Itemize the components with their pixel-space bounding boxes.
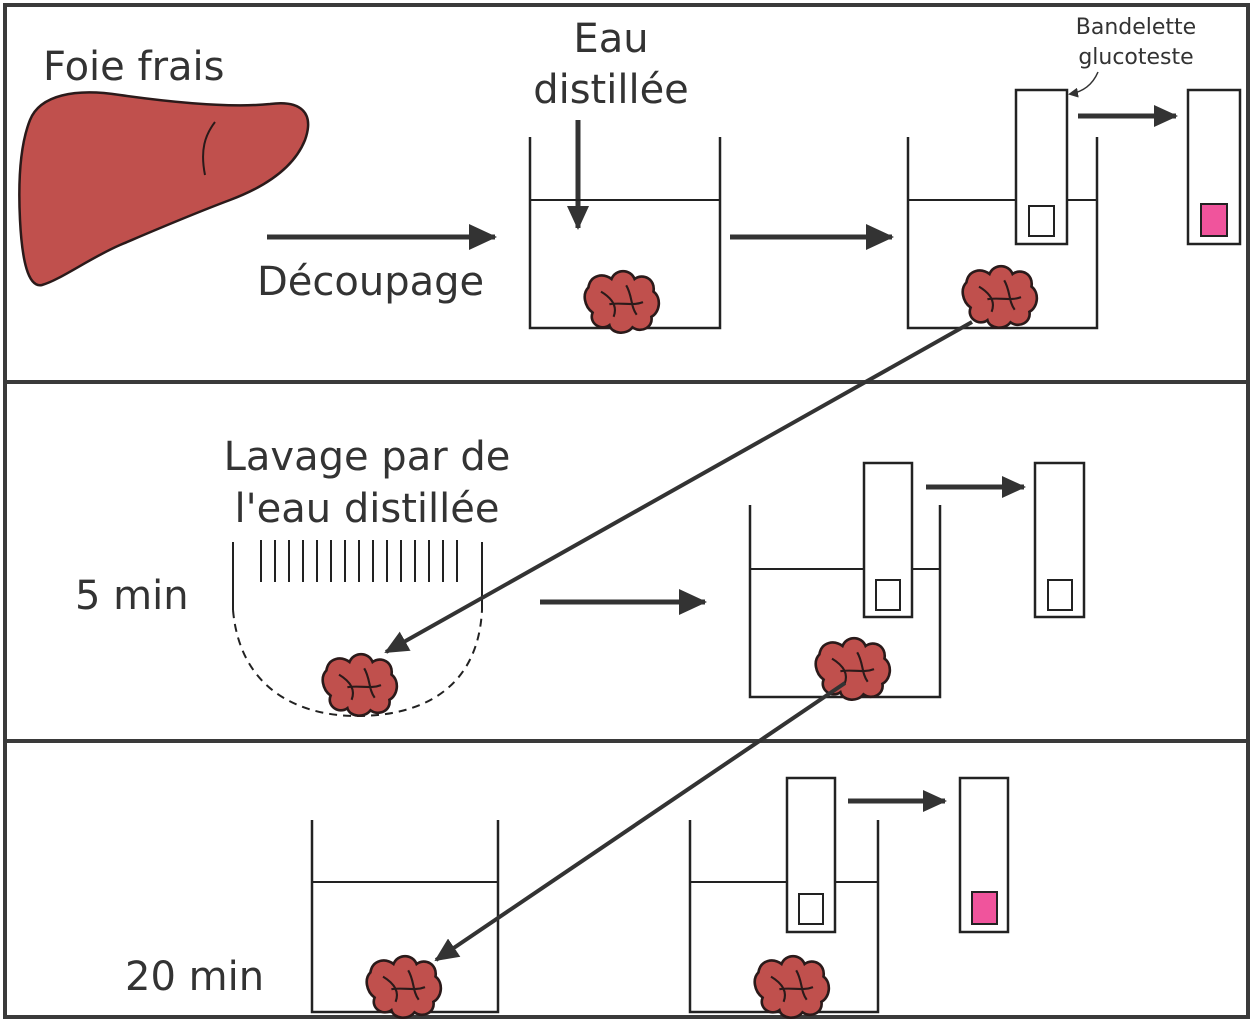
distilled-water-label-2: distillée: [533, 67, 689, 113]
test-strip-3-pad: [798, 893, 824, 925]
test-strip-3-in-beaker: [785, 776, 837, 934]
liver-chunk-washing: [321, 652, 399, 717]
liver-chunk-3: [814, 636, 892, 701]
test-strip-label-2: glucoteste: [1078, 45, 1193, 70]
liver-chunk-1: [583, 269, 661, 334]
water-jets: [260, 540, 458, 582]
test-strip-pointer: [1068, 71, 1099, 98]
time-20-label: 20 min: [125, 954, 264, 1000]
liver-chunk-4: [365, 954, 443, 1019]
liver-lobe-line: [202, 121, 216, 176]
test-strip-1-in-beaker: [1014, 88, 1069, 246]
panel-frame: [3, 3, 1250, 1019]
liver-chunk-5: [753, 954, 831, 1019]
test-strip-1-pad: [1028, 205, 1055, 237]
washing-label-2: l'eau distillée: [235, 486, 500, 532]
test-strip-3-result-pad-positive: [971, 891, 998, 925]
fresh-liver-label: Foie frais: [43, 44, 224, 90]
sieve-mesh: [232, 609, 483, 718]
test-strip-1-result-pad-positive: [1200, 203, 1228, 237]
time-5-label: 5 min: [75, 573, 189, 619]
arrow-transfer-2: [434, 681, 847, 962]
liver-illustration: [18, 91, 310, 287]
arrow-transfer-1: [384, 320, 973, 654]
cutting-label: Découpage: [257, 259, 484, 305]
test-strip-label-1: Bandelette: [1076, 15, 1196, 40]
washing-label-1: Lavage par de: [224, 434, 511, 480]
distilled-water-label-1: Eau: [573, 16, 648, 62]
liver-chunk-2: [961, 264, 1039, 329]
test-strip-2-result-pad-negative: [1047, 579, 1073, 611]
test-strip-2-pad: [875, 579, 901, 611]
sieve-rim: [232, 542, 483, 610]
